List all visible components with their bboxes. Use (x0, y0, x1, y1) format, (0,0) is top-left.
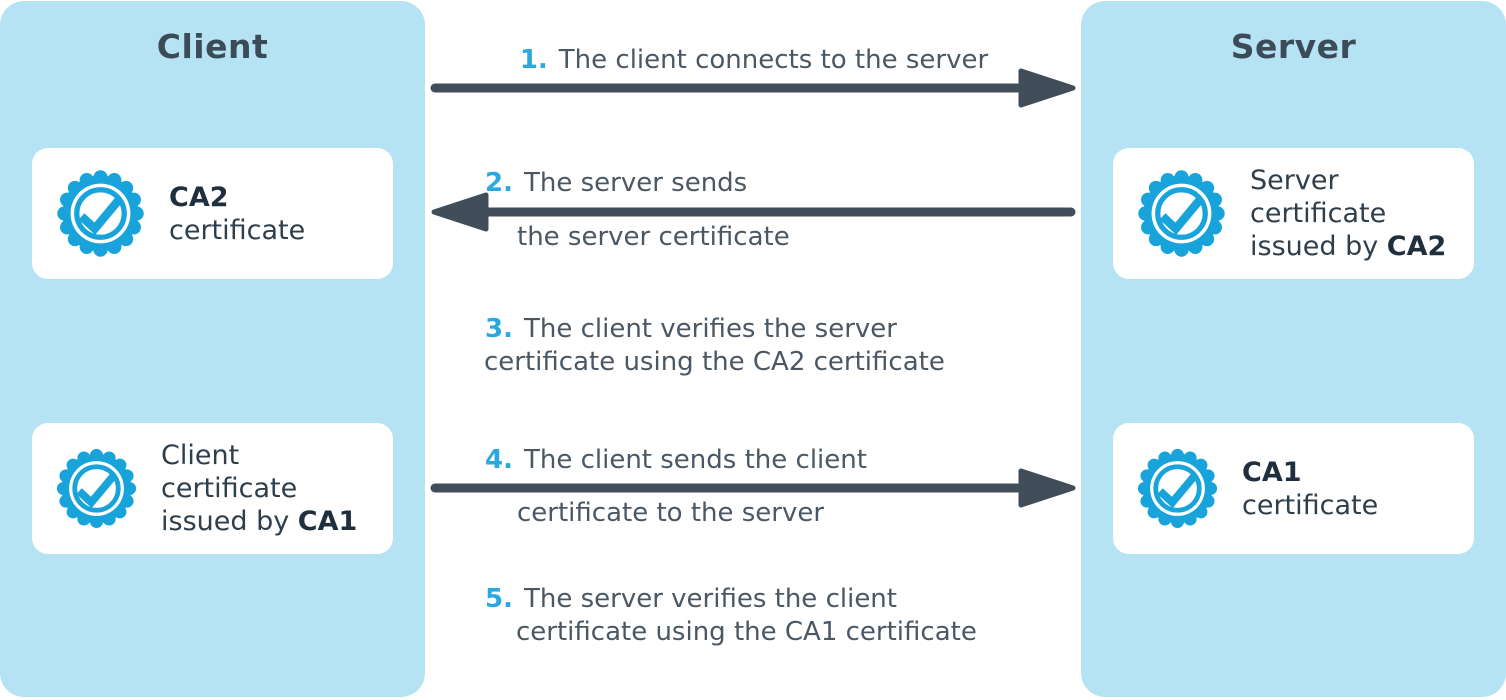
step-3-text-line1: 3. The client verifies the server (485, 314, 897, 344)
ca1-certificate-label: CA1 certificate (1242, 456, 1378, 522)
ca2-certificate-label: CA2 certificate (169, 181, 305, 247)
client-panel: Client CA2 certificate Client certificat… (0, 1, 425, 697)
issued-by-text: issued by (161, 506, 298, 537)
label-line: certificate (1250, 198, 1387, 229)
ca2-certificate-card: CA2 certificate (32, 148, 393, 279)
certificate-word: certificate (1242, 489, 1379, 521)
ca-name: CA2 (1386, 231, 1447, 262)
step-5-number: 5. (485, 584, 513, 614)
step-5-text-line2: certificate using the CA1 certificate (516, 617, 977, 647)
step-4-text-line2: certificate to the server (517, 498, 825, 528)
label-line: issued by CA2 (1250, 230, 1446, 263)
step-2-text-line2: the server certificate (517, 222, 790, 252)
step-2-text-line1: 2. The server sends (485, 168, 747, 198)
label-line: Client (161, 440, 240, 471)
server-panel: Server Server certificate issued by CA2 … (1081, 1, 1506, 697)
ca-name: CA1 (297, 506, 358, 537)
step-3-number: 3. (485, 314, 513, 344)
step-4-text-line1: 4. The client sends the client (485, 445, 867, 475)
step-5-label: The server verifies the client (523, 584, 897, 614)
step-2-label: The server sends (523, 168, 748, 198)
issued-by-text: issued by (1250, 231, 1387, 262)
arrow-right-icon (430, 468, 1076, 508)
arrow-right-icon (430, 68, 1076, 108)
step-1-label: The client connects to the server (558, 45, 989, 75)
server-certificate-label: Server certificate issued by CA2 (1250, 164, 1446, 263)
certificate-badge-icon (1134, 445, 1221, 532)
step-1-text: 1. The client connects to the server (430, 45, 1078, 75)
step-3-text-line2: certificate using the CA2 certificate (484, 347, 945, 377)
ca1-certificate-card: CA1 certificate (1113, 423, 1474, 554)
step-3-label: The client verifies the server (523, 314, 897, 344)
client-certificate-label: Client certificate issued by CA1 (161, 439, 357, 538)
step-2-number: 2. (485, 168, 513, 198)
step-5-text-line1: 5. The server verifies the client (485, 584, 897, 614)
label-line: Server (1250, 165, 1339, 196)
certificate-badge-icon (53, 166, 148, 261)
label-line: issued by CA1 (161, 505, 357, 538)
client-certificate-card: Client certificate issued by CA1 (32, 423, 393, 554)
certificate-badge-icon (53, 445, 140, 532)
server-certificate-card: Server certificate issued by CA2 (1113, 148, 1474, 279)
certificate-word: certificate (169, 214, 306, 246)
label-line: certificate (161, 473, 298, 504)
certificate-badge-icon (1134, 166, 1229, 261)
step-1-number: 1. (519, 45, 548, 75)
client-panel-title: Client (156, 27, 269, 66)
ca-name: CA1 (1242, 456, 1302, 488)
step-4-number: 4. (485, 445, 513, 475)
server-panel-title: Server (1230, 27, 1357, 66)
arrow-left-icon (431, 192, 1076, 232)
step-4-label: The client sends the client (523, 445, 867, 475)
ca-name: CA2 (169, 181, 229, 213)
